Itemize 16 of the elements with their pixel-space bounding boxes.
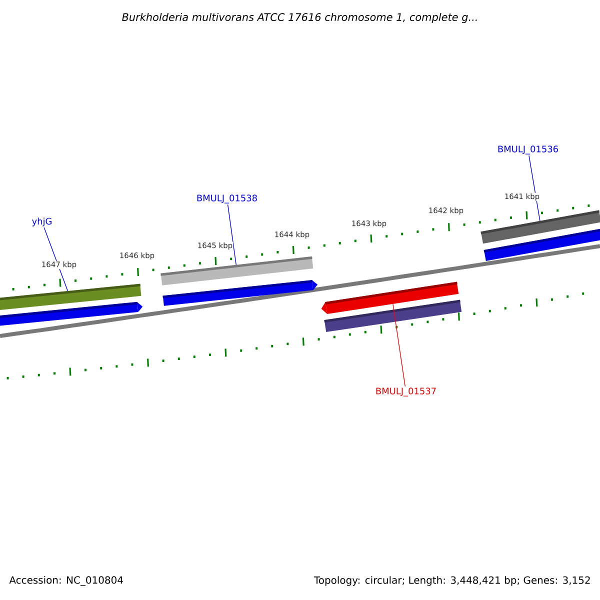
gene-bar <box>484 228 600 261</box>
gene-bar <box>162 280 318 306</box>
gene-label: yhjG <box>32 218 52 226</box>
footer-text: Topology: circular; Length: 3,448,421 bp; Genes: 3,152 <box>314 576 590 586</box>
gene-label: BMULJ_01536 <box>498 146 558 154</box>
footer-text: Accession: NC_010804 <box>9 576 123 586</box>
gene-bar <box>0 302 143 326</box>
gene-bar <box>0 284 142 310</box>
leader-line <box>528 155 540 222</box>
gene-bar <box>160 256 314 286</box>
leader-line <box>227 204 236 266</box>
gene-label: BMULJ_01538 <box>197 194 257 204</box>
title: Burkholderia multivorans ATCC 17616 chromosome 1, complete g... <box>122 12 477 24</box>
gene-bar <box>324 300 462 332</box>
leader-line <box>392 304 406 387</box>
gene-label: BMULJ_01537 <box>376 388 436 396</box>
